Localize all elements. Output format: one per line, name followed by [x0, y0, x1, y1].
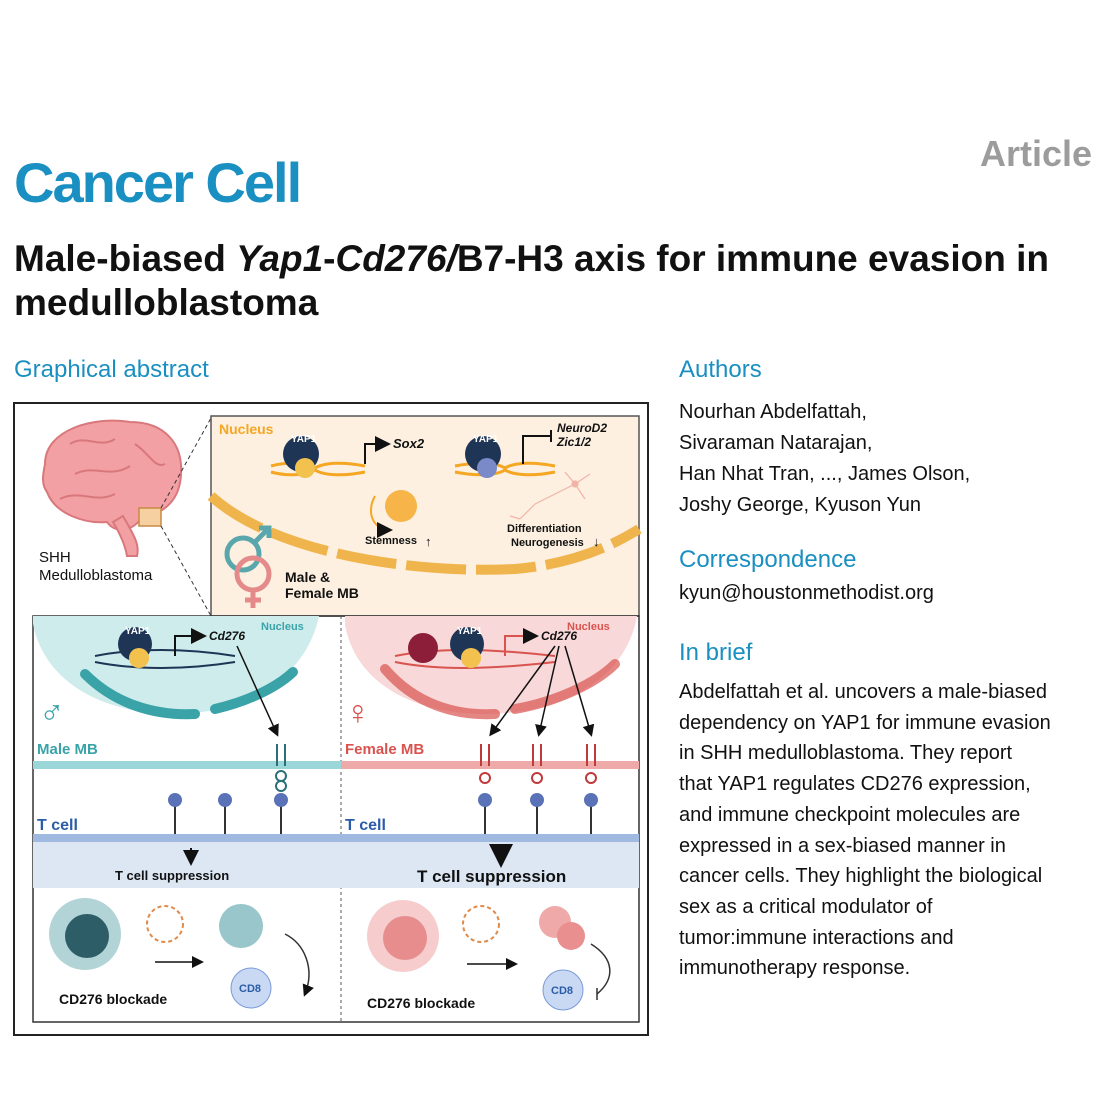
title-gene-cd276: Cd276 — [335, 238, 447, 279]
cd8-label-female: CD8 — [551, 985, 573, 997]
nucleus-top-label: Nucleus — [219, 421, 274, 437]
suppression-band — [33, 842, 639, 888]
title-part: / — [446, 238, 457, 279]
graphical-abstract: SHH Medulloblastoma Nucleus YAP1 Sox2 YA… — [13, 402, 649, 1036]
cd276-blockade-female: CD276 blockade — [367, 995, 475, 1011]
correspondence-email[interactable]: kyun@houstonmethodist.org — [679, 582, 934, 604]
title-gene-yap1: Yap1 — [236, 238, 324, 279]
author-line: Nourhan Abdelfattah, — [679, 401, 867, 423]
brief-line: sex as a critical modulator of — [679, 895, 933, 918]
tumor-cell-icon — [367, 900, 439, 972]
title-part: Male-biased — [14, 238, 237, 279]
female-symbol-icon: ♀ — [345, 694, 371, 732]
brief-line: immunotherapy response. — [679, 957, 911, 980]
tumor-cell-cluster-icon — [539, 906, 585, 950]
nucleus-female-label: Nucleus — [567, 621, 610, 633]
stem-cell-icon — [385, 490, 417, 522]
dying-tumor-cell-icon — [219, 904, 263, 948]
brain-label-mb: Medulloblastoma — [39, 567, 153, 584]
cd8-label-male: CD8 — [239, 983, 261, 995]
yap1-complex-neurod2 — [454, 436, 556, 478]
t-cell-label-male: T cell — [37, 817, 78, 834]
author-line: Sivaraman Natarajan, — [679, 432, 873, 454]
author-line: Han Nhat Tran, ..., James Olson, — [679, 463, 971, 485]
yap1-complex-male — [94, 627, 236, 669]
down-arrow-icon: ↓ — [593, 534, 600, 549]
gene-zic: Zic1/2 — [556, 435, 591, 449]
cd276-blockade-male: CD276 blockade — [59, 991, 167, 1007]
male-symbol-icon: ♂ — [39, 694, 65, 732]
brief-line: and immune checkpoint molecules are — [679, 803, 1021, 826]
lower-panel — [32, 615, 640, 1023]
yap1-complex-sox2 — [270, 436, 366, 478]
gene-cd276-male: Cd276 — [209, 629, 245, 643]
differentiation-label: Differentiation — [507, 523, 582, 535]
yap1-label: YAP1 — [457, 626, 483, 637]
title-part: B7-H3 axis for immune evasion in medullo… — [14, 238, 1049, 323]
receptor-icon — [168, 744, 288, 834]
antibody-cluster-icon — [462, 905, 500, 943]
authors-list: Nourhan Abdelfattah, Sivaraman Natarajan… — [679, 397, 970, 521]
brief-line: expressed in a sex-biased manner in — [679, 834, 1006, 857]
brief-line: in SHH medulloblastoma. They report — [679, 742, 1013, 765]
male-cell-membrane — [33, 761, 341, 769]
female-mb-label: Female MB — [345, 741, 424, 758]
t-cell-suppression-male: T cell suppression — [115, 868, 229, 883]
brief-line: that YAP1 regulates CD276 expression, — [679, 773, 1031, 796]
brief-line: cancer cells. They highlight the biologi… — [679, 865, 1043, 888]
gene-neurod2: NeuroD2 — [557, 421, 607, 435]
brain-illustration — [42, 419, 183, 557]
brief-line: Abdelfattah et al. uncovers a male-biase… — [679, 681, 1047, 703]
t-cell-label-female: T cell — [345, 817, 386, 834]
brief-line: tumor:immune interactions and — [679, 926, 954, 949]
in-brief-heading: In brief — [679, 639, 753, 666]
tumor-cell-icon — [49, 898, 121, 970]
neuron-icon — [509, 471, 591, 520]
paper-title: Male-biased Yap1-Cd276/B7-H3 axis for im… — [14, 237, 1074, 325]
t-cell-membrane — [33, 834, 639, 842]
receptor-icon — [478, 744, 598, 834]
male-mb-label: Male MB — [37, 741, 98, 758]
yap1-complex-female — [394, 627, 556, 669]
gene-sox2: Sox2 — [393, 436, 425, 451]
in-brief-text: Abdelfattah et al. uncovers a male-biase… — [679, 677, 1104, 984]
stemness-label: Stemness — [365, 535, 417, 547]
yap1-label: YAP1 — [291, 434, 317, 445]
brain-label-shh: SHH — [39, 549, 71, 566]
antibody-cluster-icon — [146, 905, 184, 943]
gene-cd276-female: Cd276 — [541, 629, 577, 643]
mixed-label-1: Male & — [285, 569, 330, 585]
cd8-cell-icon — [230, 967, 272, 1009]
graphical-abstract-heading: Graphical abstract — [14, 356, 209, 383]
nucleus-male-label: Nucleus — [261, 621, 304, 633]
correspondence-heading: Correspondence — [679, 546, 857, 573]
authors-heading: Authors — [679, 356, 762, 383]
t-cell-suppression-female: T cell suppression — [417, 867, 566, 886]
title-part: - — [323, 238, 336, 279]
yap1-label: YAP1 — [125, 626, 151, 637]
yap1-label: YAP1 — [473, 434, 499, 445]
article-type: Article — [979, 133, 1092, 174]
mixed-label-2: Female MB — [285, 585, 359, 601]
cd8-cell-icon — [542, 969, 584, 1011]
up-arrow-icon: ↑ — [425, 534, 432, 549]
journal-title: Cancer Cell — [14, 151, 302, 214]
author-line: Joshy George, Kyuson Yun — [679, 494, 922, 516]
neurogenesis-label: Neurogenesis — [511, 537, 584, 549]
male-female-symbol-icon — [224, 525, 272, 608]
brief-line: dependency on YAP1 for immune evasion — [679, 711, 1051, 734]
